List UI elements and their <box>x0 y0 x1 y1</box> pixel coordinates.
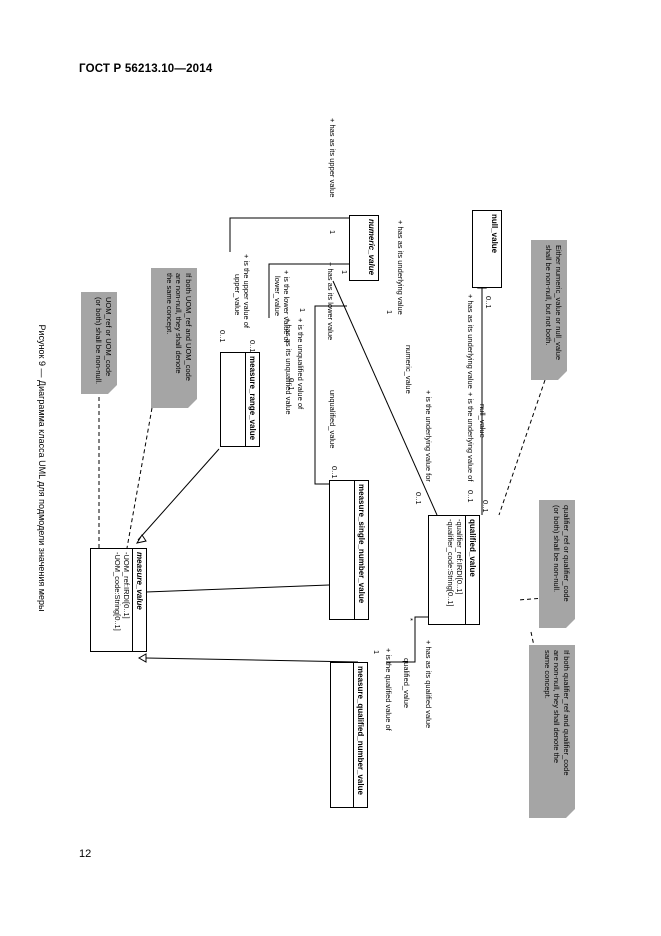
label-has-upper-value: + has as its upper value <box>328 118 337 198</box>
label-has-upper-mult: 1 <box>328 230 337 235</box>
note-line: shall be non-null, but not both. <box>544 245 554 346</box>
note-qualifier-non-null: qualifier_ref or qualifier_code (or both… <box>539 500 575 628</box>
generalization-arrowhead-1 <box>137 653 147 663</box>
label-single-mult: 0..1 <box>330 466 339 479</box>
attribute: -qualifier_code:String[0..1] <box>446 519 455 607</box>
label-range-mult-upper: 0..1 <box>218 330 227 343</box>
class-attributes: -UOM_ref:IRDI[0..1] -UOM_code:String[0..… <box>112 549 132 651</box>
label-line: + is the unqualified value of <box>296 318 305 410</box>
class-name: measure_qualified_number_value <box>353 663 367 807</box>
note-qualifier-same-concept: If both qualifier_ref and qualifier_code… <box>529 645 575 818</box>
note-numeric-or-null: Either numeric_value or null_value shall… <box>531 240 567 380</box>
note-line: If both qualifier_ref and qualifier_code <box>562 650 571 776</box>
label-has-unqualified-value: + has as its unqualified value <box>284 318 293 415</box>
label-line: lower_value <box>273 276 282 317</box>
attribute: -UOM_code:String[0..1] <box>113 552 122 631</box>
document-header: ГОСТ Р 56213.10—2014 <box>79 63 213 75</box>
class-measure-range-value[interactable]: measure_range_value <box>220 352 260 447</box>
label-qualified-value-name: qualified_value <box>402 658 411 709</box>
label-qualified-mult-star: * <box>406 618 415 621</box>
note-line: Either numeric_value or null_value <box>554 245 563 361</box>
label-null-value-name: null_value <box>478 404 487 438</box>
label-qualified-value-of: + is the qualified value of <box>384 648 393 731</box>
label-upper-value-of: + is the upper value of upper_value <box>233 254 251 328</box>
label-has-lower-mult: 1 <box>340 270 349 275</box>
class-measure-single-number-value[interactable]: measure_single_number_value <box>329 480 369 620</box>
class-attributes: -qualifier_ref:IRDI[0..1] -qualifier_cod… <box>445 516 465 624</box>
note-line: If both UOM_ref and UOM_code <box>184 273 193 381</box>
label-line: upper_value <box>233 274 242 316</box>
diagram-canvas: measure_value -UOM_ref:IRDI[0..1] -UOM_c… <box>4 0 661 936</box>
assoc-upper-value <box>229 217 353 252</box>
note-line: the same concept. <box>165 273 174 335</box>
assoc-underlying-numeric <box>332 280 438 516</box>
label-underlying-value-of-null: + is the underlying value of <box>466 392 475 482</box>
note-line: (or both) shall be non-null. <box>94 297 104 385</box>
label-underlying-for-mult: 0..1 <box>414 492 423 505</box>
label-numeric-value-name: numeric_value <box>404 345 413 394</box>
label-null-mult: 0..1 <box>484 296 493 309</box>
note-link-numeric-or-null <box>498 379 546 516</box>
generalization-range <box>137 448 220 541</box>
label-qualified-mult-1: 1 <box>372 650 381 655</box>
note-line: (or both) shall be non-null. <box>552 505 562 593</box>
label-range-mult-lower: 0..1 <box>248 340 257 353</box>
attribute: -UOM_ref:IRDI[0..1] <box>122 552 131 619</box>
note-line: are non-null, they shall denote the <box>552 650 562 763</box>
note-link-qualifier-non-null <box>517 597 546 601</box>
label-underlying-value-for: + is the underlying value for <box>424 390 433 482</box>
note-link-uom-same-concept <box>126 407 153 549</box>
note-line: UOM_ref or UOM_code <box>104 297 113 377</box>
label-has-underlying-mult: 1 <box>385 310 394 315</box>
note-line: are non-null, they shall denote <box>174 273 184 374</box>
note-line: qualifier_ref or qualifier_code <box>562 505 571 602</box>
class-null-value[interactable]: null_value <box>472 210 502 288</box>
class-name: measure_single_number_value <box>354 481 368 619</box>
label-unqualified-value-name: unqualified_value <box>328 390 337 449</box>
class-name: qualified_value <box>465 516 479 624</box>
label-qv-mult-2: 0..1 <box>481 500 490 513</box>
generalization-single-number <box>145 584 330 593</box>
class-name: numeric_value <box>367 219 376 276</box>
attribute: -qualifier_ref:IRDI[0..1] <box>455 519 464 595</box>
label-qv-mult-1: 0..1 <box>466 490 475 503</box>
note-uom-same-concept: If both UOM_ref and UOM_code are non-nul… <box>151 268 197 408</box>
generalization-qualified-number <box>145 657 359 663</box>
note-line: same concept. <box>543 650 552 699</box>
figure-caption: Рисунок 9 — Диаграмма класса UML для под… <box>37 324 47 612</box>
generalization-arrowhead-3 <box>135 534 147 544</box>
class-qualified-value[interactable]: qualified_value -qualifier_ref:IRDI[0..1… <box>428 515 480 625</box>
class-measure-value[interactable]: measure_value -UOM_ref:IRDI[0..1] -UOM_c… <box>90 548 147 652</box>
class-name: measure_range_value <box>245 353 259 446</box>
label-has-underlying-value: + has as its underlying value <box>396 220 405 315</box>
label-has-qualified-value: + has as its qualified value <box>424 640 433 729</box>
assoc-qualified-value <box>386 616 437 663</box>
class-name: measure_value <box>132 549 146 651</box>
label-line: + is the upper value of <box>242 254 251 329</box>
page-number: 12 <box>79 848 92 860</box>
label-has-unqualified-mult: 1 <box>298 308 307 313</box>
label-has-underlying-null: + has as its underlying value <box>466 294 475 389</box>
label-has-lower-value: + has as its lower value <box>326 262 335 341</box>
class-name: null_value <box>490 214 499 254</box>
class-numeric-value[interactable]: numeric_value <box>349 215 379 281</box>
class-measure-qualified-number-value[interactable]: measure_qualified_number_value <box>330 662 368 808</box>
assoc-lower-value <box>268 263 352 318</box>
note-uom-non-null: UOM_ref or UOM_code (or both) shall be n… <box>81 292 117 394</box>
